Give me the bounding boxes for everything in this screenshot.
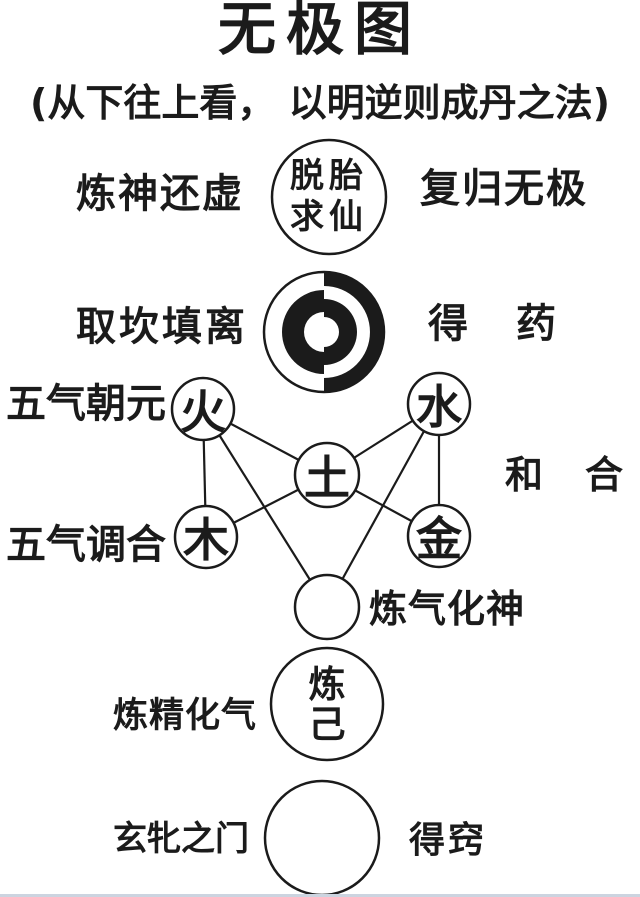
circle-gate-empty: [263, 779, 381, 897]
nodes: [170, 138, 472, 897]
circle-water: [406, 371, 472, 437]
node-line-ji: 己: [308, 703, 346, 746]
kan-li-right-outer-band: [324, 272, 384, 392]
node-line-lian: 炼: [308, 663, 346, 706]
label-gate-of-mystery: 玄牝之门: [113, 819, 249, 859]
circle-metal: [406, 503, 472, 569]
node-refine-self: 炼 己: [267, 665, 387, 745]
node-earth: 土: [304, 451, 350, 505]
kan-li-left-band: [282, 290, 324, 374]
node-transcend-seek-immortality: 脱胎 求仙: [259, 156, 399, 238]
connector-water-lower-node: [326, 403, 440, 608]
circle-wood: [173, 504, 239, 570]
label-obtain-aperture: 得窍: [409, 820, 488, 861]
label-five-qi-blend: 五气调合: [6, 522, 166, 568]
kan-li-right-inner-band: [324, 299, 357, 365]
label-refine-qi-to-spirit: 炼气化神: [369, 587, 526, 631]
label-refine-spirit-return-void: 炼神还虚: [76, 171, 244, 217]
label-take-kan-fill-li: 取坎填离: [76, 304, 248, 350]
node-wood: 木: [183, 513, 229, 567]
node-fire: 火: [180, 385, 226, 439]
node-water: 水: [416, 380, 462, 434]
circle-refine-qi-empty: [293, 573, 361, 641]
node-line-tuotai: 脱胎: [290, 156, 368, 196]
label-five-qi-face-origin: 五气朝元: [6, 381, 166, 427]
label-harmony: 和 合: [505, 453, 626, 497]
connector-fire-lower-node: [202, 408, 328, 608]
node-metal: 金: [416, 512, 462, 566]
bottom-edge-rule: [0, 894, 640, 897]
circle-transcend-immortality: [270, 138, 388, 256]
circle-fire: [170, 376, 236, 442]
kan-li-rings-symbol: [262, 270, 386, 394]
node-line-quxian: 求仙: [290, 197, 368, 237]
label-refine-essence-to-qi: 炼精化气: [113, 696, 258, 736]
label-return-to-wuji: 复归无极: [420, 166, 588, 212]
subtitle: (从下往上看， 以明逆则成丹之法): [30, 81, 610, 125]
circle-refine-self: [269, 646, 385, 762]
circle-earth: [293, 441, 361, 509]
label-obtain-elixir: 得 药: [428, 301, 560, 347]
page-title: 无极图: [217, 0, 422, 63]
